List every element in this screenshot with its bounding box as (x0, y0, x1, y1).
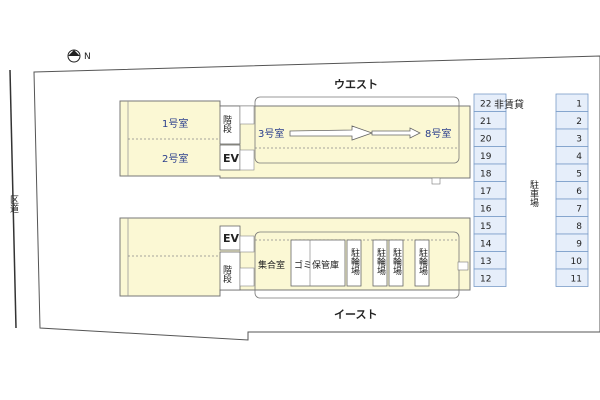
right-lot-number: 8 (576, 222, 582, 232)
bike-parking-label-3: 駐輪場 (391, 247, 402, 276)
room-2-label: 2号室 (162, 152, 188, 165)
right-lot-9 (555, 233, 589, 252)
garbage-storage-box (290, 239, 346, 287)
room-3-label: 3号室 (258, 127, 284, 140)
right-lot-number: 6 (576, 187, 582, 197)
room-8-label: 8号室 (425, 127, 451, 140)
assembly-room-label: 集合室 (258, 259, 285, 271)
road-label: 区道 (8, 195, 19, 214)
east-ev-label: EV (223, 232, 240, 245)
right-lot-number: 3 (576, 134, 582, 144)
left-lot-number: 19 (480, 152, 492, 162)
step (457, 261, 469, 271)
left-lot-number: 16 (480, 204, 492, 214)
bike-parking-2 (372, 239, 388, 287)
right-parking-column: 1 2 3 4 5 6 7 8 9 10 11 (555, 93, 589, 287)
right-lot-1 (555, 93, 589, 112)
left-lot-number: 17 (480, 187, 491, 197)
right-lot-7 (555, 198, 589, 217)
left-lot-number: 20 (480, 134, 492, 144)
left-lot-number: 14 (480, 239, 492, 249)
right-lot-6 (555, 181, 589, 200)
west-ev-label: EV (223, 152, 240, 165)
west-stairs (219, 105, 241, 145)
right-lot-2 (555, 111, 589, 130)
door (239, 267, 255, 287)
west-stairs-label: 階段 (221, 115, 232, 134)
west-building (119, 96, 471, 185)
garbage-storage-label: ゴミ保管庫 (294, 259, 339, 271)
road-line (9, 69, 17, 329)
bike-parking-label-1: 駐輪場 (349, 247, 360, 276)
compass-needle (68, 50, 80, 56)
right-lot-number: 9 (576, 239, 582, 249)
bike-parking-1 (346, 239, 362, 287)
right-lot-3 (555, 128, 589, 147)
door (239, 149, 255, 171)
site-boundary (33, 55, 600, 341)
step (431, 177, 441, 185)
right-lot-5 (555, 163, 589, 182)
right-lot-number: 11 (571, 274, 582, 284)
compass: N (67, 49, 91, 63)
west-corridor (254, 96, 460, 164)
bike-parking-label-4: 駐輪場 (417, 247, 428, 276)
non-rental-label: 非賃貸 (494, 98, 524, 111)
compass-north-label: N (84, 52, 91, 62)
east-stairs-label: 階段 (221, 265, 232, 284)
west-label: ウエスト (334, 78, 378, 91)
right-lot-number: 10 (571, 257, 583, 267)
left-lot-number: 18 (480, 169, 492, 179)
right-lot-number: 7 (576, 204, 582, 214)
car-parking-label: 駐車場 (528, 179, 539, 208)
rooms-arrow-2 (371, 127, 421, 139)
right-lot-11 (555, 268, 589, 287)
room-1-label: 1号室 (162, 117, 188, 130)
left-lot-number: 21 (480, 117, 491, 127)
bike-parking-4 (414, 239, 430, 287)
right-lot-4 (555, 146, 589, 165)
left-lot-number: 12 (480, 274, 491, 284)
bike-parking-3 (388, 239, 404, 287)
rooms-arrow (289, 125, 374, 141)
bike-parking-label-2: 駐輪場 (375, 247, 386, 276)
east-building (119, 217, 471, 299)
left-lot-number: 22 (480, 99, 491, 109)
right-lot-number: 1 (576, 99, 582, 109)
west-building-body (119, 100, 471, 179)
left-lot-number: 13 (480, 257, 491, 267)
right-lot-number: 4 (576, 152, 582, 162)
right-lot-number: 5 (576, 169, 582, 179)
left-lot-12 (473, 268, 507, 287)
east-label: イースト (334, 308, 377, 321)
right-lot-8 (555, 216, 589, 235)
left-lot-number: 15 (480, 222, 491, 232)
right-lot-number: 2 (576, 117, 582, 127)
door (239, 235, 255, 253)
door (239, 105, 255, 125)
left-parking-column: 22 21 20 19 18 17 16 15 14 13 12 (473, 93, 507, 287)
